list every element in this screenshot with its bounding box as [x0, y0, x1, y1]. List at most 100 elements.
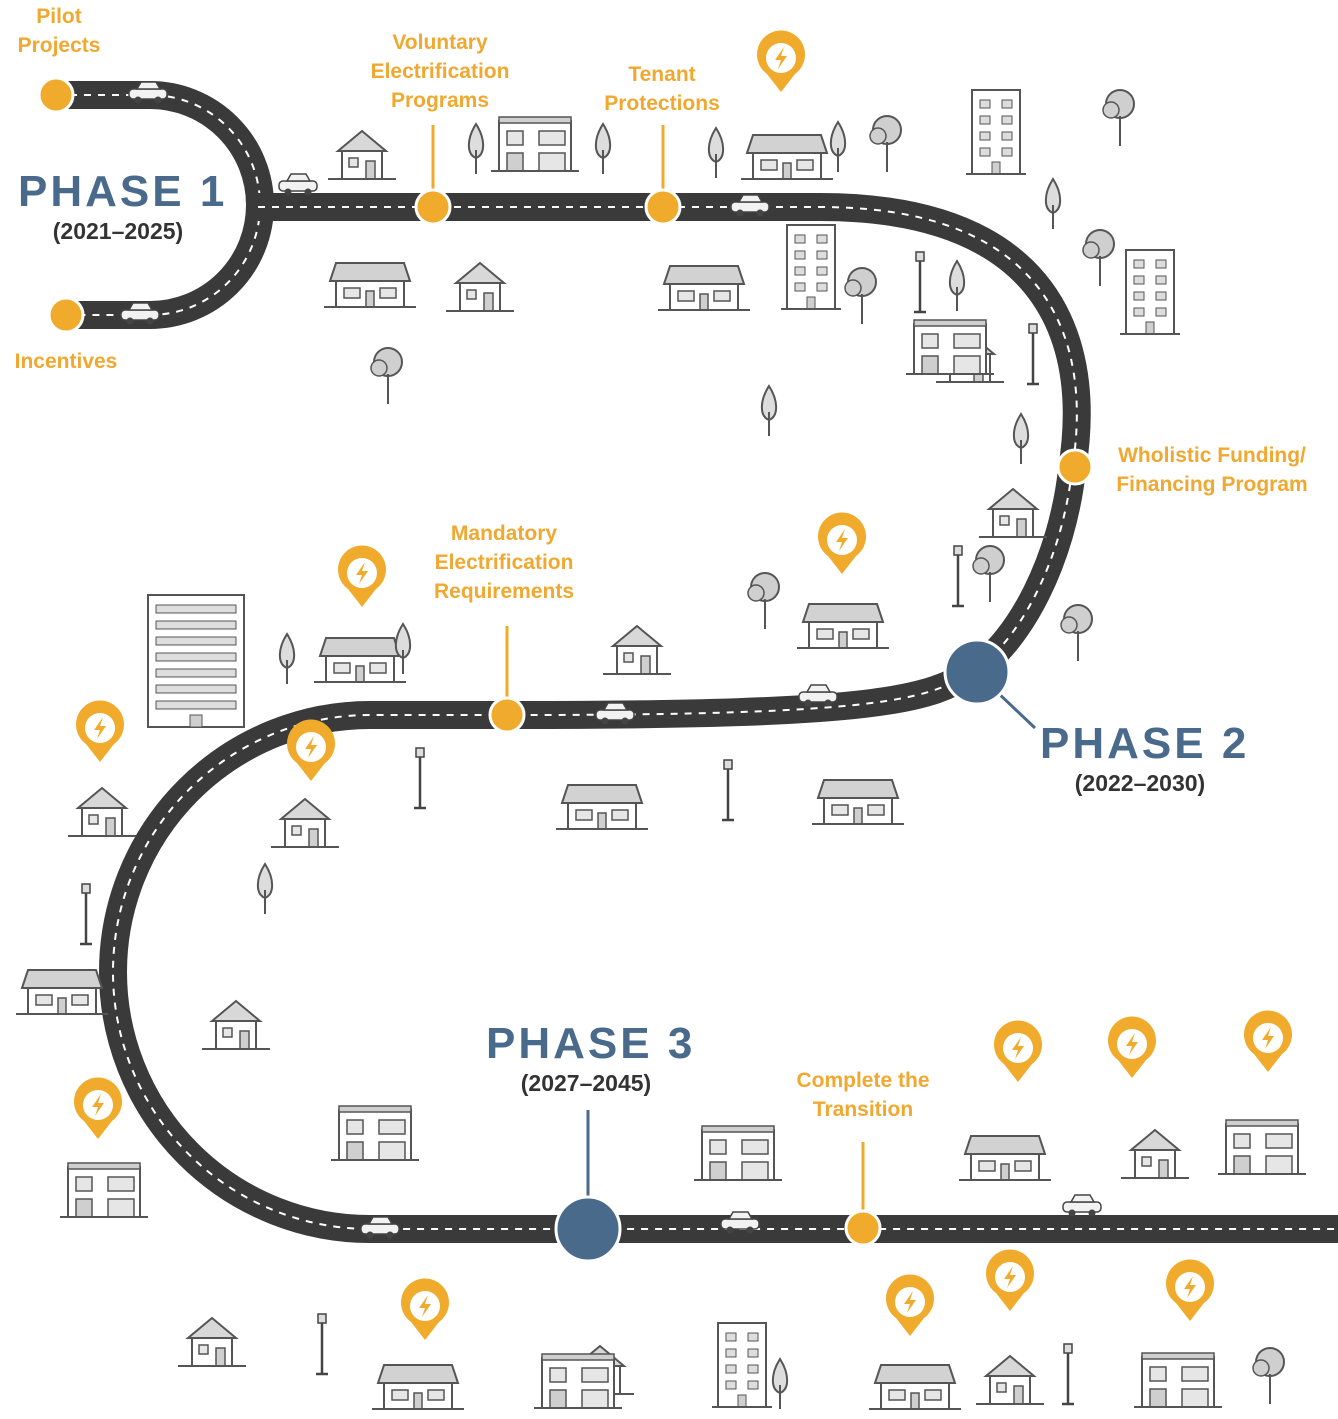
leader-line [993, 688, 1037, 730]
tree-icon [370, 347, 403, 405]
house-icon [958, 1135, 1052, 1181]
label-complete-transition: Complete the Transition [782, 1066, 944, 1124]
house-icon [1133, 1352, 1223, 1408]
label-voluntary-electrification: Voluntary Electrification Programs [350, 28, 530, 115]
house-icon [1217, 1119, 1307, 1175]
tree-icon [869, 115, 902, 173]
house-icon [693, 1125, 783, 1181]
house-icon [313, 637, 407, 683]
house-icon [905, 319, 995, 375]
house-icon [490, 116, 580, 172]
house-icon [371, 1364, 465, 1410]
label-line: Projects [17, 34, 101, 57]
house-icon [602, 625, 672, 675]
lightning-bolt-pin-icon [1244, 1010, 1292, 1072]
house-icon [270, 798, 340, 848]
label-pilot-projects: Pilot Projects [0, 2, 118, 60]
street-lamp-icon [1060, 1342, 1076, 1406]
apartment-building-icon [965, 89, 1027, 175]
label-line: Mandatory [450, 522, 558, 545]
lightning-bolt-pin-icon [76, 700, 124, 762]
tree-icon [771, 1358, 789, 1410]
phase-1-title: PHASE 1 [18, 167, 228, 216]
label-line: Protections [604, 92, 720, 115]
street-lamp-icon [950, 544, 966, 608]
phase-3-marker [554, 1195, 622, 1263]
house-icon [811, 779, 905, 825]
label-line: Incentives [14, 350, 118, 373]
apartment-building-icon [1119, 249, 1181, 335]
phase-2-marker [943, 638, 1011, 706]
house-icon [67, 787, 137, 837]
label-line: Wholistic Funding/ [1118, 444, 1306, 467]
tree-icon [1044, 178, 1062, 230]
apartment-building-icon [711, 1322, 773, 1408]
tree-icon [1060, 604, 1093, 662]
lightning-bolt-pin-icon [287, 719, 335, 781]
tree-icon [972, 545, 1005, 603]
tree-icon [844, 267, 877, 325]
tree-icon [1082, 229, 1115, 287]
tree-icon [278, 633, 296, 685]
apartment-building-icon [780, 224, 842, 310]
phase-3-years: (2027–2045) [520, 1070, 652, 1096]
tree-icon [467, 123, 485, 175]
tree-icon [394, 623, 412, 675]
tree-icon [829, 121, 847, 173]
tree-icon [707, 127, 725, 179]
milestone-dot-voluntary [414, 188, 452, 226]
house-icon [740, 134, 834, 180]
phase-2-heading: PHASE 2 (2022–2030) [1040, 719, 1250, 798]
car-icon [1062, 1194, 1102, 1218]
phase-2-years: (2022–2030) [1074, 770, 1206, 796]
tree-icon [747, 572, 780, 630]
street-lamp-icon [78, 882, 94, 946]
label-line: Voluntary [392, 31, 488, 54]
tree-icon [948, 260, 966, 312]
milestone-dot-wholistic [1056, 448, 1094, 486]
street-lamp-icon [412, 746, 428, 810]
milestone-dot-incentives [47, 296, 85, 334]
house-icon [555, 784, 649, 830]
lightning-bolt-pin-icon [986, 1249, 1034, 1311]
lightning-bolt-pin-icon [757, 30, 805, 92]
lightning-bolt-pin-icon [1108, 1016, 1156, 1078]
road-path [56, 81, 1338, 1243]
label-line: Tenant [628, 63, 696, 86]
phase-1-heading: PHASE 1 (2021–2025) [18, 167, 228, 246]
lightning-bolt-pin-icon [818, 512, 866, 574]
tree-icon [1102, 89, 1135, 147]
label-line: Complete the [796, 1069, 930, 1092]
phase-2-title: PHASE 2 [1040, 719, 1250, 768]
house-icon [1120, 1129, 1190, 1179]
label-line: Financing Program [1116, 473, 1308, 496]
label-line: Electrification [370, 60, 510, 83]
tree-icon [256, 863, 274, 915]
label-incentives: Incentives [0, 347, 132, 376]
house-icon [177, 1317, 247, 1367]
label-line: Requirements [433, 580, 575, 603]
milestone-leaders [431, 125, 1037, 1222]
house-icon [868, 1364, 962, 1410]
lightning-bolt-pin-icon [401, 1278, 449, 1340]
lightning-bolt-pin-icon [994, 1020, 1042, 1082]
house-icon [330, 1105, 420, 1161]
milestone-markers [37, 76, 1094, 1263]
house-icon [975, 1355, 1045, 1405]
house-icon [978, 488, 1048, 538]
lightning-bolt-pin-icon [338, 545, 386, 607]
house-icon [657, 265, 751, 311]
label-line: Electrification [434, 551, 574, 574]
house-icon [445, 262, 515, 312]
road-center-dash [112, 206, 1338, 1230]
tree-icon [1012, 413, 1030, 465]
label-wholistic-funding: Wholistic Funding/ Financing Program [1100, 441, 1324, 499]
house-icon [323, 262, 417, 308]
house-icon [796, 603, 890, 649]
house-icon [201, 1000, 271, 1050]
tree-icon [594, 123, 612, 175]
lightning-bolt-pin-icon [74, 1077, 122, 1139]
milestone-dot-complete [844, 1209, 882, 1247]
lightning-bolt-pin-icon [1166, 1259, 1214, 1321]
